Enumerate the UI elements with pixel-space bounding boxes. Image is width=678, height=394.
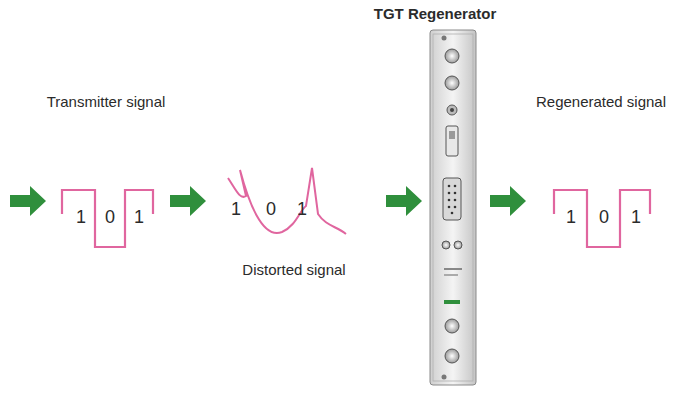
bit-digit: 1: [297, 200, 307, 220]
square-wave: [62, 190, 153, 247]
distorted-wave: [228, 168, 346, 234]
bit-digit: 0: [266, 200, 276, 220]
signal-label: Regenerated signal: [536, 94, 666, 111]
bit-digit: 0: [599, 208, 609, 228]
bit-digit: 1: [566, 208, 576, 228]
device-title: TGT Regenerator: [374, 6, 497, 23]
bit-digit: 1: [631, 208, 641, 228]
signal-label: Distorted signal: [242, 262, 345, 279]
regenerator-device: [430, 30, 476, 385]
bit-digit: 1: [76, 208, 86, 228]
square-wave: [554, 190, 650, 247]
bit-digit: 0: [105, 208, 115, 228]
signal-label: Transmitter signal: [47, 94, 166, 111]
bit-digit: 1: [134, 208, 144, 228]
bit-digit: 1: [231, 200, 241, 220]
